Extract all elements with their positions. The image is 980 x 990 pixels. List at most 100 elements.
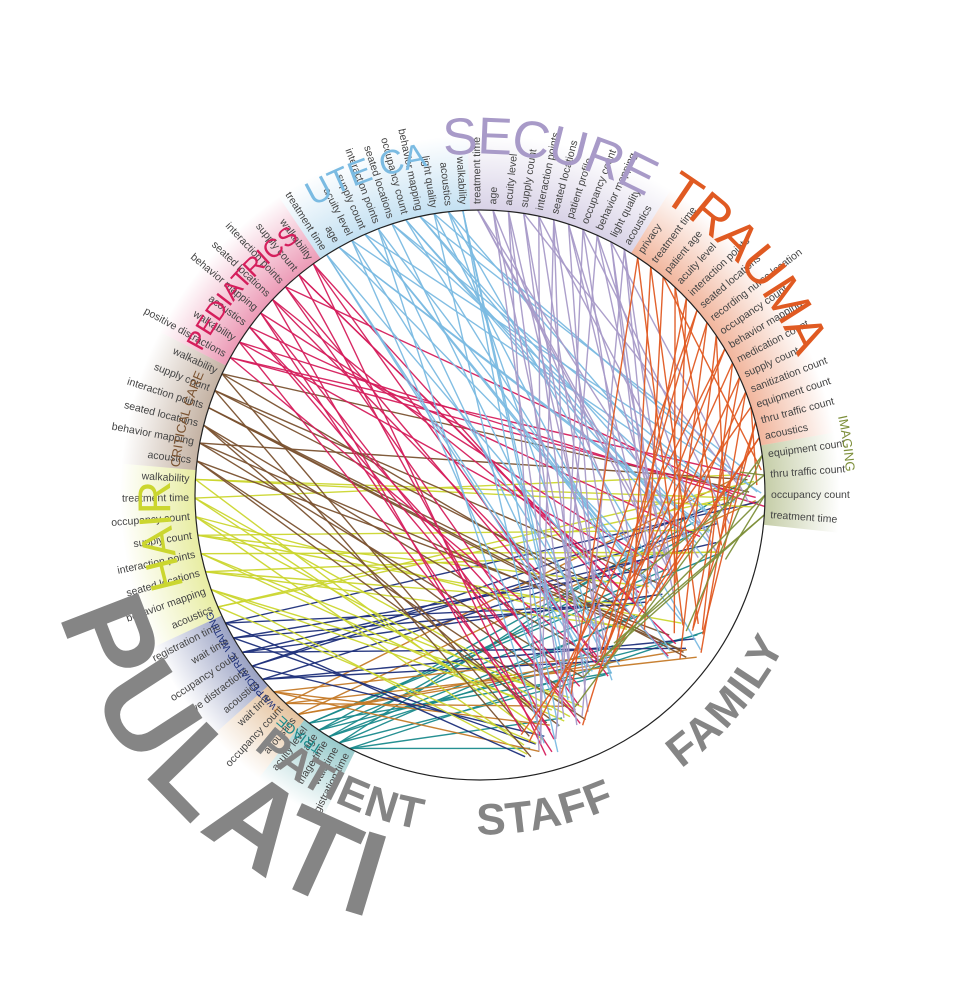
- connection-line: [560, 310, 698, 694]
- band-secure: [467, 135, 671, 254]
- metric-label: occupancy count: [771, 489, 850, 501]
- connection-line: [596, 234, 700, 528]
- connection-line: [195, 478, 545, 742]
- connection-line: [574, 454, 763, 708]
- connection-line: [194, 497, 532, 723]
- connection-line: [272, 299, 523, 733]
- connection-line: [251, 522, 718, 667]
- connection-line: [691, 421, 757, 631]
- band-triage: [258, 719, 356, 819]
- metric-label: acuity level: [503, 153, 520, 206]
- connection-line: [194, 497, 576, 711]
- connection-line: [567, 223, 673, 570]
- connection-line: [567, 223, 650, 563]
- connection-line: [673, 322, 708, 575]
- connection-line: [582, 494, 766, 679]
- connection-line: [205, 571, 634, 629]
- connection-line: [201, 551, 721, 555]
- connection-line: [507, 211, 540, 751]
- connection-line: [540, 219, 555, 735]
- metric-label: treatment time: [770, 509, 838, 526]
- connection-line: [221, 373, 530, 737]
- inner-circle: [194, 209, 766, 781]
- connection-line: [570, 257, 639, 695]
- connection-line: [582, 228, 730, 524]
- connection-line: [309, 568, 668, 724]
- connection-line: [351, 240, 555, 699]
- connection-line: [553, 219, 571, 689]
- connection-line: [492, 210, 565, 718]
- connection-line: [477, 209, 669, 561]
- connection-line: [685, 455, 763, 632]
- metric-label: acoustics: [437, 162, 454, 207]
- connection-line: [312, 263, 547, 756]
- connection-line: [377, 228, 591, 676]
- connection-line: [462, 210, 559, 727]
- connection-line: [225, 603, 632, 624]
- connection-line: [377, 228, 545, 744]
- connection-line: [298, 274, 555, 740]
- metric-label: acoustics: [147, 449, 192, 466]
- connection-line: [391, 223, 735, 504]
- band-pediatrics: [159, 196, 321, 366]
- connection-line: [555, 235, 598, 740]
- band-chairs: [120, 463, 222, 648]
- department-bands: [120, 135, 840, 819]
- metric-label: age: [487, 186, 500, 204]
- connection-lines: [194, 209, 766, 758]
- connection-line: [561, 229, 584, 707]
- connection-line: [326, 254, 669, 659]
- connection-line: [599, 310, 698, 654]
- connection-line: [225, 622, 526, 758]
- connection-line: [262, 638, 696, 681]
- connection-line: [523, 213, 605, 665]
- connection-line: [312, 263, 609, 677]
- connection-line: [284, 286, 580, 706]
- metric-label: walkability: [454, 155, 469, 205]
- connection-line: [597, 514, 765, 664]
- band-trauma: [631, 189, 835, 446]
- connection-line: [328, 615, 639, 738]
- department-label-acute_care: ACUTE CARE: [0, 0, 430, 214]
- connection-line: [338, 246, 644, 559]
- metric-label: treatment time: [471, 137, 484, 204]
- connection-line: [492, 210, 650, 594]
- connection-line: [522, 213, 589, 712]
- department-label-chairs: CHAIRS: [0, 0, 193, 597]
- connection-line: [272, 298, 640, 594]
- connection-line: [433, 213, 559, 753]
- connection-line: [599, 362, 734, 661]
- connection-line: [285, 656, 697, 705]
- band-critical_care: [121, 331, 227, 471]
- connection-line: [643, 276, 664, 630]
- connection-line: [196, 460, 586, 721]
- connection-line: [203, 424, 548, 724]
- connection-line: [260, 312, 581, 724]
- metric-label: thru traffic count: [770, 463, 846, 480]
- connection-line: [285, 286, 734, 495]
- connection-line: [273, 691, 550, 726]
- metric-label: occupancy count: [111, 511, 191, 529]
- connection-line: [208, 407, 630, 619]
- pop-group-1: STAFF: [476, 770, 620, 845]
- connection-line: [419, 215, 705, 558]
- connection-line: [230, 356, 756, 499]
- connection-line: [604, 348, 726, 652]
- connection-line: [273, 691, 540, 753]
- band-adult_waiting: [212, 685, 305, 779]
- band-acute_care: [278, 135, 471, 259]
- connection-line: [447, 211, 718, 524]
- connection-line: [210, 588, 528, 755]
- connection-line: [351, 240, 621, 666]
- connection-line: [318, 634, 698, 731]
- connection-line: [249, 326, 581, 687]
- connection-line: [272, 299, 607, 643]
- connection-line: [233, 637, 536, 745]
- connection-line: [640, 474, 765, 575]
- connection-line: [203, 424, 602, 662]
- connection-line: [326, 254, 593, 662]
- connection-line: [673, 287, 676, 634]
- metric-label: treatment time: [122, 492, 189, 505]
- connection-line: [739, 471, 765, 476]
- connection-line: [195, 516, 571, 718]
